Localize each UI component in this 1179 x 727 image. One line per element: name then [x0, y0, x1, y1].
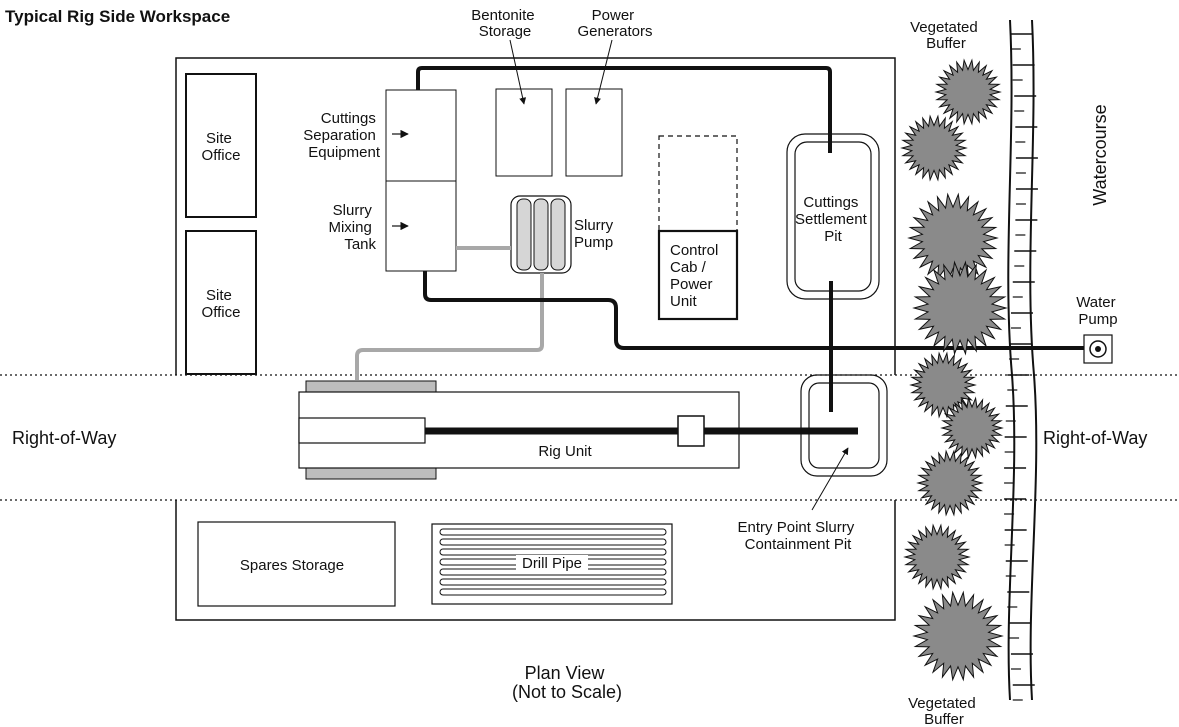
right-of-way-label-right: Right-of-Way: [1043, 428, 1147, 448]
slurry-pump-cylinder-1: [516, 198, 532, 271]
entry-pit-inner: [808, 382, 880, 469]
return-line-to-settlement-pit: [416, 66, 832, 153]
tree-icon: [900, 114, 968, 182]
drill-pipe: [439, 588, 667, 596]
bentonite-arrow: [509, 39, 527, 105]
rig-clamp: [677, 415, 705, 447]
drill-pipe: [439, 538, 667, 546]
site-office-2: [185, 230, 257, 375]
tree-icon: [903, 523, 971, 591]
water-pump-label: Water Pump: [1076, 294, 1120, 328]
vegetated-buffer-top-label: Vegetated Buffer: [910, 19, 982, 52]
rig-track-bottom: [305, 467, 437, 480]
drill-pipe-rack: [431, 523, 673, 605]
entry-pit-arrow: [811, 447, 849, 511]
rig-carriage: [298, 417, 426, 444]
control-cab-footprint: [658, 135, 738, 232]
slurry-pump-cylinder-3: [550, 198, 566, 271]
entry-pit-label: Entry Point Slurry Containment Pit: [738, 519, 859, 553]
tree-icon: [916, 449, 984, 517]
water-pump-hub: [1095, 346, 1101, 352]
control-cab: [657, 229, 739, 321]
entry-pit-outer: [800, 374, 888, 477]
bentonite-label: Bentonite Storage: [471, 7, 539, 40]
drill-pipe-label-bg: [516, 555, 588, 571]
generators-arrow: [594, 39, 613, 105]
tree-icon: [940, 396, 1004, 460]
drill-pipe: [439, 528, 667, 536]
cuttings-separation-label: Cuttings Separation Equipment: [303, 110, 381, 161]
plan-view-caption: Plan View (Not to Scale): [512, 663, 622, 702]
drill-pipe-set: [439, 528, 667, 596]
drill-pipe-label: Drill Pipe: [522, 555, 582, 572]
slurry-pump-cylinder-2: [533, 198, 549, 271]
rig-unit-label: Rig Unit: [538, 443, 592, 460]
watercourse-bank-east: [1029, 19, 1038, 701]
upper-workspace-boundary: [175, 57, 896, 375]
bentonite-storage-box: [495, 88, 553, 177]
power-generators-box: [565, 88, 623, 177]
drill-pipe: [439, 578, 667, 586]
water-supply-line: [423, 271, 1095, 350]
watercourse-label: Watercourse: [1090, 104, 1110, 205]
lower-workspace-boundary: [175, 500, 896, 621]
spares-storage-box: [197, 521, 396, 607]
site-office-1-label: Site Office: [202, 130, 241, 164]
spares-storage-label: Spares Storage: [240, 557, 344, 574]
pump-to-rig-line: [355, 273, 544, 380]
slurry-pump-label: Slurry Pump: [574, 217, 617, 251]
diagram-title: Typical Rig Side Workspace: [5, 7, 230, 26]
tree-icon: [907, 192, 999, 284]
slurry-mixing-label: Slurry Mixing Tank: [328, 202, 376, 253]
tree-icon: [912, 260, 1008, 356]
site-office-2-label: Site Office: [202, 287, 241, 321]
vegetated-buffer-trees: [900, 58, 1008, 682]
vegetated-buffer-bottom-label: Vegetated Buffer: [908, 695, 980, 727]
site-office-1: [185, 73, 257, 218]
watercourse-ladder: [1004, 33, 1038, 701]
settlement-pit-label: Cuttings Settlement Pit: [795, 194, 871, 245]
rig-track-top: [305, 380, 437, 393]
control-cab-label: Control Cab / Power Unit: [670, 242, 723, 310]
generators-label: Power Generators: [577, 7, 652, 40]
watercourse-bank-west: [1007, 19, 1016, 701]
tree-icon: [934, 58, 1002, 126]
tree-icon: [912, 590, 1004, 682]
right-of-way-label-left: Right-of-Way: [12, 428, 116, 448]
